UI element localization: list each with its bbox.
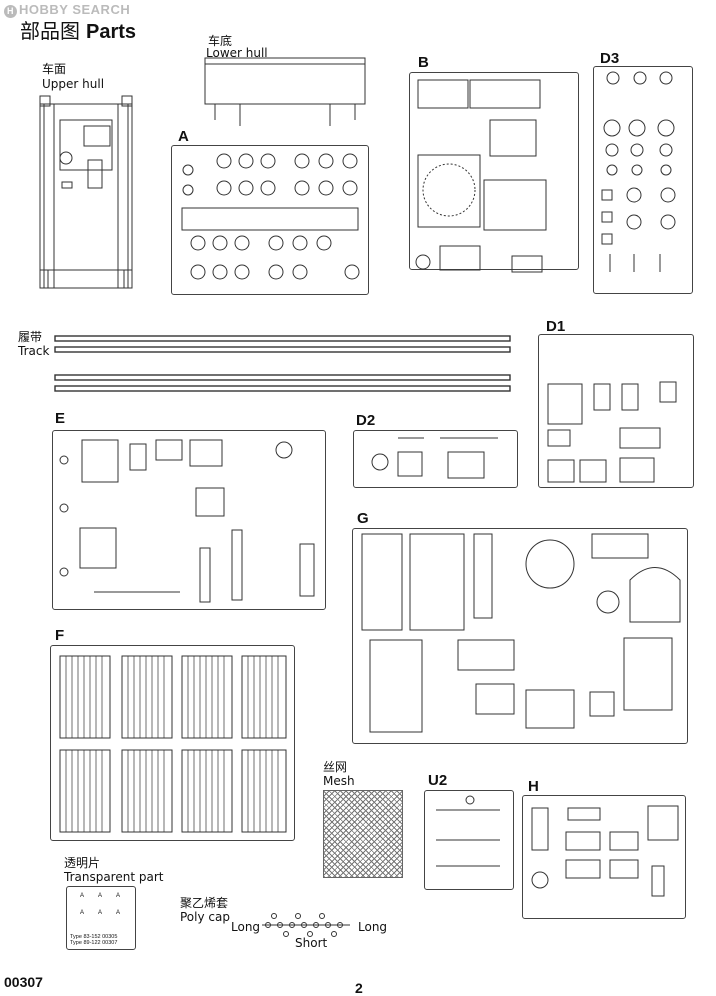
product-code: 00307 (4, 974, 43, 990)
sprue-d1-letter: D1 (546, 318, 566, 335)
polycap-label-en: Poly cap (180, 910, 230, 924)
polycap-short-label: Short (295, 936, 328, 950)
transparent-part-label: A (116, 893, 121, 899)
polycap-drawing (262, 913, 350, 937)
sprue-d2-letter: D2 (356, 412, 376, 429)
polycap-label-cn: 聚乙烯套 (180, 896, 229, 910)
sprue-a-letter: A (178, 128, 189, 145)
transparent-part-label: A (80, 910, 85, 916)
sprue-h-letter: H (528, 778, 539, 795)
polycap-long-left-label: Long (231, 920, 261, 934)
transparent-label-en: Transparent part (64, 870, 164, 884)
polycap-long-right-label: Long (358, 920, 388, 934)
mesh-label-en: Mesh (323, 774, 355, 788)
sprue-e-letter: E (55, 410, 66, 427)
sprue-b-frame (409, 72, 579, 270)
sprue-u2-parts (436, 795, 500, 867)
transparent-note: Type 83-152 00305 Type 89-122 00307 (70, 934, 118, 946)
sprue-b-letter: B (418, 54, 429, 71)
sprue-a-frame (171, 145, 369, 295)
sprue-f-letter: F (55, 627, 65, 644)
sprue-d1-parts (547, 381, 677, 483)
page-title: 部品图 Parts (20, 15, 136, 44)
sprue-d3-parts (601, 71, 676, 272)
page-title-cn: 部品图 (20, 19, 80, 43)
sprue-b-parts (415, 79, 547, 273)
sprue-d2-parts (371, 437, 498, 479)
sprue-d3-letter: D3 (600, 50, 620, 67)
sprue-e-frame (52, 430, 326, 610)
track-label-en: Track (18, 344, 50, 358)
lower-hull-drawing (204, 57, 366, 126)
sprue-h-parts (531, 805, 679, 897)
sprue-e-parts (59, 439, 315, 603)
upper-hull-label-en: Upper hull (42, 77, 105, 91)
track-drawing (54, 335, 511, 392)
page-title-en: Parts (86, 21, 137, 43)
hobby-search-logo-icon: H (4, 5, 17, 18)
sprue-f-grilles (59, 655, 287, 833)
upper-hull-drawing (39, 95, 133, 289)
sprue-u2-letter: U2 (428, 772, 448, 789)
lower-hull-label-en: Lower hull (206, 46, 268, 60)
mesh-sheet (323, 790, 403, 878)
sprue-d2-frame (353, 430, 518, 488)
upper-hull-label-cn: 车面 (42, 62, 67, 76)
sprue-d1-frame (538, 334, 694, 488)
sprue-g-letter: G (357, 510, 369, 527)
page-number: 2 (355, 980, 363, 996)
sprue-g-frame (352, 528, 688, 744)
lower-hull-label-cn: 车底 (208, 34, 233, 48)
transparent-part-label: A (80, 893, 85, 899)
sprue-h-frame (522, 795, 686, 919)
sprue-g-parts (361, 533, 681, 733)
mesh-label-cn: 丝网 (323, 760, 348, 774)
track-label-cn: 履带 (18, 330, 43, 344)
transparent-part-label: A (98, 893, 103, 899)
sprue-a-wheels (181, 153, 360, 280)
transparent-label-cn: 透明片 (64, 856, 101, 870)
transparent-part-label: A (116, 910, 121, 916)
transparent-sprue-frame (66, 886, 136, 950)
transparent-part-label: A (98, 910, 103, 916)
